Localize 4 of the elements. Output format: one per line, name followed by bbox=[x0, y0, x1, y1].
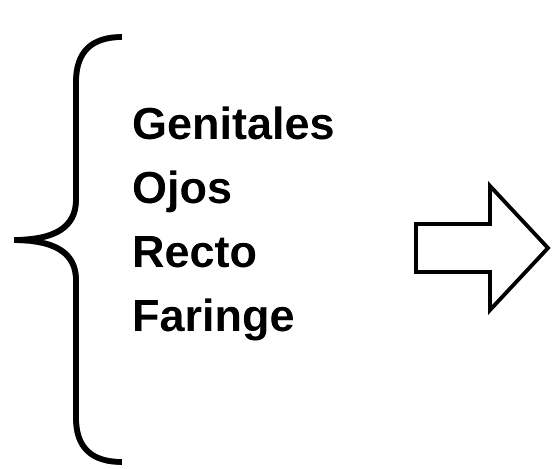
list-item-text: Faringe bbox=[132, 289, 296, 343]
list-item-text: Genitales bbox=[132, 97, 336, 151]
list-item-text: Recto bbox=[132, 225, 258, 279]
list-item-text: Ojos bbox=[132, 161, 234, 215]
